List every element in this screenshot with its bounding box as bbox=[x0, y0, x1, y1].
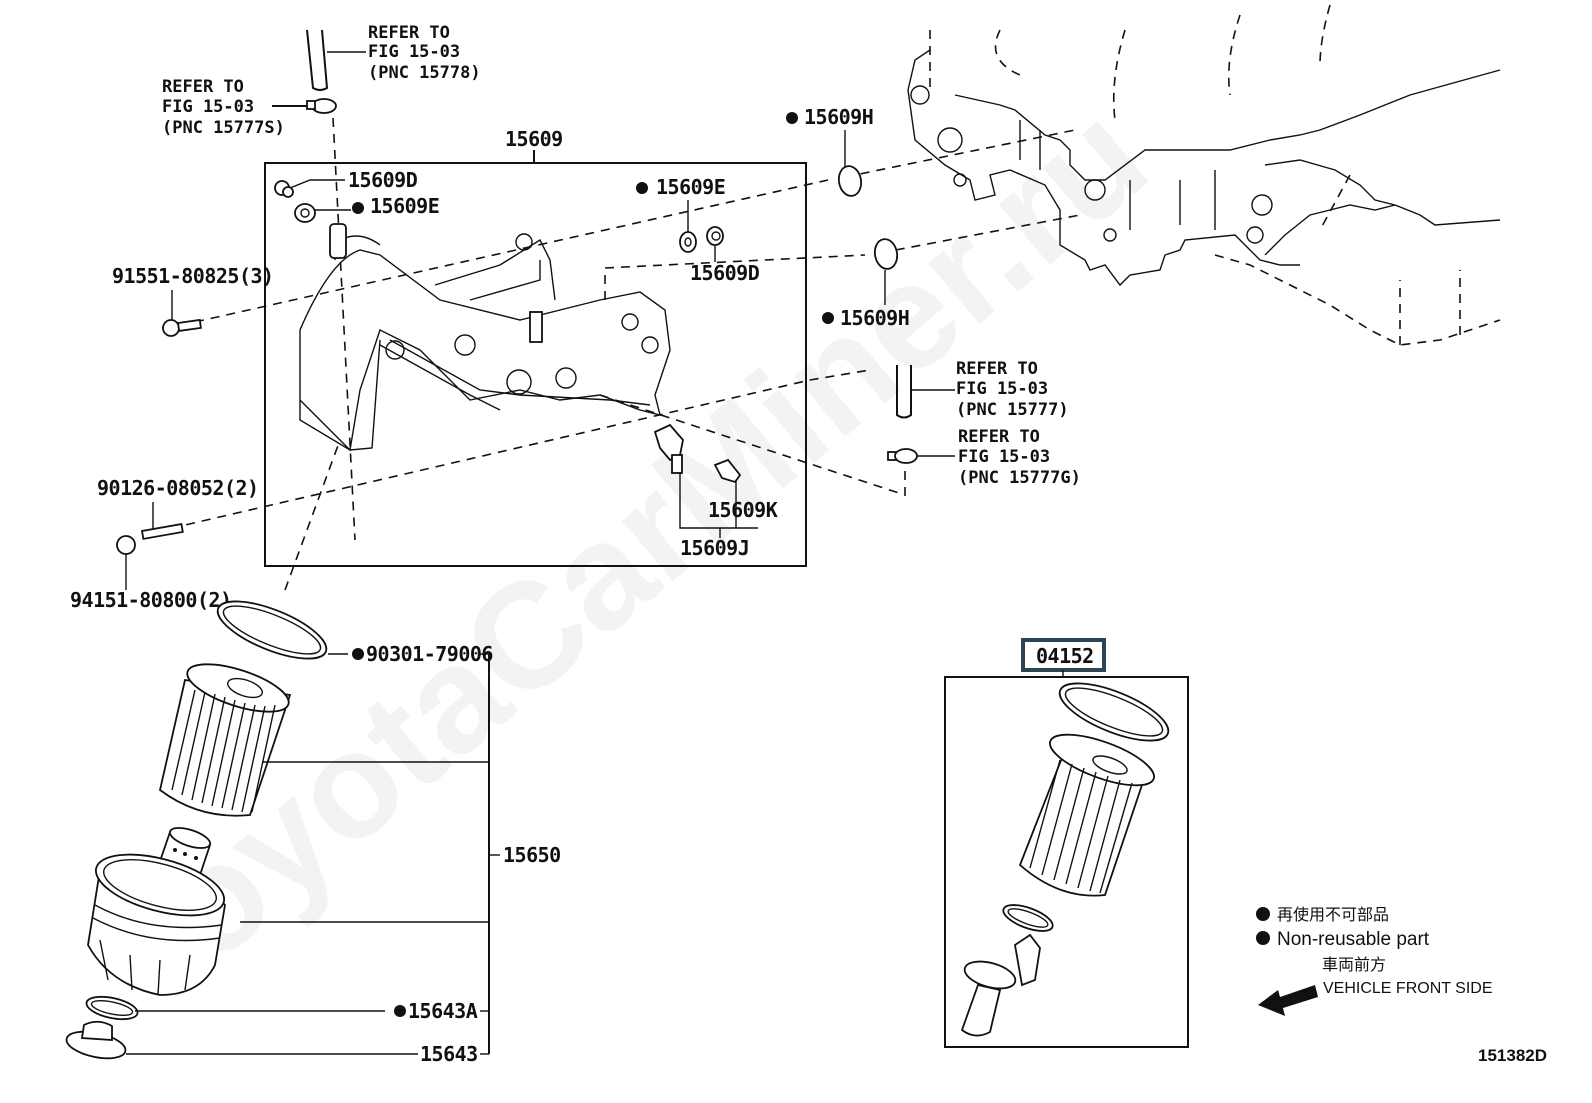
part-15609d-right[interactable]: 15609D bbox=[690, 226, 760, 285]
part-number-label: 94151-80800(2) bbox=[70, 588, 232, 612]
part-number-label: 15609H bbox=[840, 306, 909, 330]
part-number-label: 15609E bbox=[370, 194, 439, 218]
part-number-label: 15643A bbox=[408, 999, 478, 1023]
refer-fig-15778-callout[interactable]: REFER TO FIG 15-03 (PNC 15778) bbox=[306, 23, 481, 91]
legend-front-en: VEHICLE FRONT SIDE bbox=[1323, 980, 1493, 997]
legend-non-reusable-en: Non-reusable part bbox=[1277, 929, 1430, 950]
callout-line: REFER TO bbox=[368, 23, 450, 43]
callout-line: (PNC 15777G) bbox=[958, 468, 1081, 488]
refer-fig-15777-callout[interactable]: REFER TO FIG 15-03 (PNC 15777) bbox=[896, 359, 1069, 420]
part-15609d-top[interactable]: 15609D bbox=[274, 168, 418, 198]
o-ring-15643a[interactable]: 15643A bbox=[394, 999, 478, 1023]
refer-fig-15777g-callout[interactable]: REFER TO FIG 15-03 (PNC 15777G) bbox=[887, 427, 1081, 488]
engine-block-illustration bbox=[907, 4, 1501, 346]
figure-id: 151382D bbox=[1478, 1046, 1547, 1065]
part-number-label: 15609K bbox=[708, 498, 778, 522]
oil-filter-bracket-assembly[interactable]: 15609 15609D bbox=[264, 127, 807, 567]
callout-line: (PNC 15777S) bbox=[162, 118, 285, 138]
nut-94151-80800[interactable]: 94151-80800(2) bbox=[70, 535, 232, 612]
legend-front-jp: 車両前方 bbox=[1322, 956, 1386, 974]
filter-assembly-15650[interactable]: 15650 bbox=[503, 843, 561, 867]
non-reusable-marker bbox=[786, 112, 798, 124]
part-number-label: 15609E bbox=[656, 175, 725, 199]
part-15609e-right[interactable]: 15609E bbox=[636, 175, 726, 253]
callout-line: FIG 15-03 bbox=[162, 97, 254, 117]
part-number-label: 15650 bbox=[503, 843, 561, 867]
non-reusable-marker bbox=[1256, 907, 1270, 921]
part-number-label: 15609D bbox=[348, 168, 418, 192]
legend-non-reusable-jp: 再使用不可部品 bbox=[1277, 906, 1389, 924]
gasket-90301-79006[interactable]: 90301-79006 bbox=[352, 642, 493, 666]
vehicle-front-arrow-icon bbox=[1258, 985, 1318, 1016]
kit-illustration bbox=[960, 682, 1170, 1037]
part-number-label: 15609D bbox=[690, 261, 760, 285]
part-15609e-left[interactable]: 15609E bbox=[294, 194, 440, 223]
part-number-label: 15609J bbox=[680, 536, 749, 560]
part-number-label: 15643 bbox=[420, 1042, 478, 1066]
group-bracket-15650 bbox=[126, 653, 500, 1055]
part-number-label: 90126-08052(2) bbox=[97, 476, 259, 500]
part-15609j[interactable]: 15609J bbox=[653, 423, 758, 560]
refer-fig-15777s-callout[interactable]: REFER TO FIG 15-03 (PNC 15777S) bbox=[162, 77, 356, 541]
legend: 再使用不可部品 Non-reusable part 車両前方 VEHICLE F… bbox=[1256, 906, 1493, 1016]
non-reusable-marker bbox=[352, 202, 364, 214]
part-15609k[interactable]: 15609K bbox=[708, 458, 778, 528]
filter-element-illustration bbox=[158, 663, 292, 817]
part-number-label: 90301-79006 bbox=[366, 642, 493, 666]
non-reusable-marker bbox=[822, 312, 834, 324]
bolt-91551-80825[interactable]: 91551-80825(3) bbox=[112, 264, 274, 337]
o-ring-15609h-bottom[interactable]: 15609H bbox=[822, 237, 910, 330]
callout-line: FIG 15-03 bbox=[956, 379, 1048, 399]
part-number-15609[interactable]: 15609 bbox=[505, 127, 563, 151]
filter-housing-stack bbox=[65, 600, 328, 1060]
non-reusable-marker bbox=[394, 1005, 406, 1017]
filter-cap-illustration bbox=[87, 853, 226, 996]
callout-line: (PNC 15778) bbox=[368, 63, 481, 83]
non-reusable-marker bbox=[636, 182, 648, 194]
alignment-lines bbox=[154, 129, 1081, 591]
oil-filter-bracket-illustration bbox=[299, 223, 671, 452]
callout-line: REFER TO bbox=[958, 427, 1040, 447]
callout-line: (PNC 15777) bbox=[956, 400, 1069, 420]
drain-plug-15643[interactable]: 15643 bbox=[420, 1042, 478, 1066]
oil-filter-element-kit-04152[interactable]: 04152 bbox=[944, 638, 1189, 1048]
stud-90126-08052[interactable]: 90126-08052(2) bbox=[97, 476, 259, 540]
non-reusable-marker bbox=[352, 648, 364, 660]
callout-line: REFER TO bbox=[956, 359, 1038, 379]
part-number-label: 15609H bbox=[804, 105, 873, 129]
callout-line: FIG 15-03 bbox=[368, 42, 460, 62]
part-number-label: 91551-80825(3) bbox=[112, 264, 274, 288]
non-reusable-marker bbox=[1256, 931, 1270, 945]
watermark: ToyotaCarMiner.ru bbox=[63, 71, 1178, 1044]
callout-line: REFER TO bbox=[162, 77, 244, 97]
callout-line: FIG 15-03 bbox=[958, 447, 1050, 467]
o-ring-15609h-top[interactable]: 15609H bbox=[786, 105, 874, 198]
part-number-04152[interactable]: 04152 bbox=[1036, 644, 1094, 668]
